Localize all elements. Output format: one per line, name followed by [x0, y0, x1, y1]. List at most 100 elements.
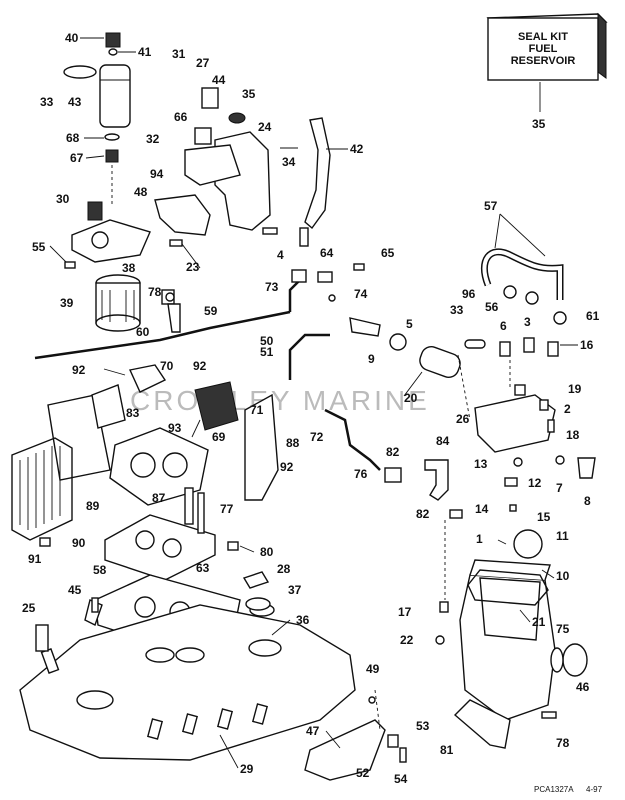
callout-66: 66 [174, 110, 188, 124]
callout-39: 39 [60, 296, 74, 310]
callout-93: 93 [168, 421, 182, 435]
fuel-pump [63, 32, 131, 205]
callout-81: 81 [440, 743, 454, 757]
callout-16: 16 [580, 338, 594, 352]
callout-30: 30 [56, 192, 70, 206]
callout-12: 12 [528, 476, 542, 490]
callout-53: 53 [416, 719, 430, 733]
callout-67: 67 [70, 151, 84, 165]
callout-22: 22 [400, 633, 414, 647]
callout-14: 14 [475, 502, 489, 516]
callout-45: 45 [68, 583, 82, 597]
electric-fuel-pump [349, 317, 461, 378]
callout-38: 38 [122, 261, 136, 275]
callout-7: 7 [556, 481, 563, 495]
callout-90: 90 [72, 536, 86, 550]
callout-57: 57 [484, 199, 498, 213]
callout-72: 72 [310, 430, 324, 444]
seal-kit-line-3: RESERVOIR [511, 55, 576, 67]
callout-52: 52 [356, 766, 370, 780]
assembly-lines [374, 354, 511, 731]
callout-65: 65 [381, 246, 395, 260]
callout-44: 44 [212, 73, 226, 87]
callout-3: 3 [524, 315, 531, 329]
throttle-bracket [304, 719, 386, 781]
callout-24: 24 [258, 120, 272, 134]
hose-elbow [424, 459, 449, 501]
callout-28: 28 [277, 562, 291, 576]
callout-6: 6 [500, 319, 507, 333]
callout-4: 4 [277, 248, 284, 262]
callout-92-mid: 92 [193, 359, 207, 373]
callout-64: 64 [320, 246, 334, 260]
callout-58: 58 [93, 563, 107, 577]
callout-seal-kit: 35 [532, 117, 546, 131]
callout-25: 25 [22, 601, 36, 615]
callout-27: 27 [196, 56, 210, 70]
callout-31: 31 [172, 47, 186, 61]
callout-37: 37 [288, 583, 302, 597]
callout-46: 46 [576, 680, 590, 694]
callout-23: 23 [186, 260, 200, 274]
callout-55: 55 [32, 240, 46, 254]
callout-10: 10 [556, 569, 570, 583]
callout-40: 40 [65, 31, 79, 45]
callout-80: 80 [260, 545, 274, 559]
callout-94: 94 [150, 167, 164, 181]
callout-92-left: 92 [72, 363, 86, 377]
callout-17: 17 [398, 605, 412, 619]
callout-49: 49 [366, 662, 380, 676]
callout-61: 61 [586, 309, 600, 323]
callout-18: 18 [566, 428, 580, 442]
seal-kit-box: SEAL KIT FUEL RESERVOIR [486, 12, 608, 112]
callout-41: 41 [138, 45, 152, 59]
callout-91: 91 [28, 552, 42, 566]
callout-9: 9 [368, 352, 375, 366]
callout-42: 42 [350, 142, 364, 156]
seal-kit-line-2: FUEL [529, 43, 558, 55]
callout-56: 56 [485, 300, 499, 314]
callout-60: 60 [136, 325, 150, 339]
callout-70: 70 [160, 359, 174, 373]
drawing-date: 4-97 [586, 785, 603, 794]
callout-47: 47 [306, 724, 320, 738]
callout-75: 75 [556, 622, 570, 636]
callout-13: 13 [474, 457, 488, 471]
callouts: 40 41 33 43 68 67 30 48 55 38 39 23 78 6… [22, 31, 600, 786]
callout-89: 89 [86, 499, 100, 513]
engine-control-module [11, 394, 111, 541]
callout-19: 19 [568, 382, 582, 396]
callout-54: 54 [394, 772, 408, 786]
callout-48: 48 [134, 185, 148, 199]
callout-33: 33 [40, 95, 54, 109]
callout-96: 96 [462, 287, 476, 301]
callout-77: 77 [220, 502, 234, 516]
seal-kit-line-1: SEAL KIT [518, 31, 568, 43]
callout-21: 21 [532, 615, 546, 629]
leader-lines [49, 37, 578, 769]
callout-15: 15 [537, 510, 551, 524]
callout-71: 71 [250, 403, 264, 417]
fuel-filter-assembly [71, 194, 211, 333]
callout-32: 32 [146, 132, 160, 146]
callout-36: 36 [296, 613, 310, 627]
callout-84: 84 [436, 434, 450, 448]
callout-51: 51 [260, 345, 274, 359]
callout-33-lower: 33 [450, 303, 464, 317]
callout-73: 73 [265, 280, 279, 294]
fuel-reservoir [459, 529, 588, 721]
callout-8: 8 [584, 494, 591, 508]
callout-92-right: 92 [280, 460, 294, 474]
callout-43: 43 [68, 95, 82, 109]
callout-29: 29 [240, 762, 254, 776]
fuel-lines [34, 279, 381, 471]
callout-83: 83 [126, 406, 140, 420]
callout-78: 78 [148, 285, 162, 299]
hardware [35, 227, 567, 763]
reed-block [91, 364, 239, 431]
callout-69: 69 [212, 430, 226, 444]
callout-82-lower: 82 [416, 507, 430, 521]
callout-35: 35 [242, 87, 256, 101]
callout-76: 76 [354, 467, 368, 481]
